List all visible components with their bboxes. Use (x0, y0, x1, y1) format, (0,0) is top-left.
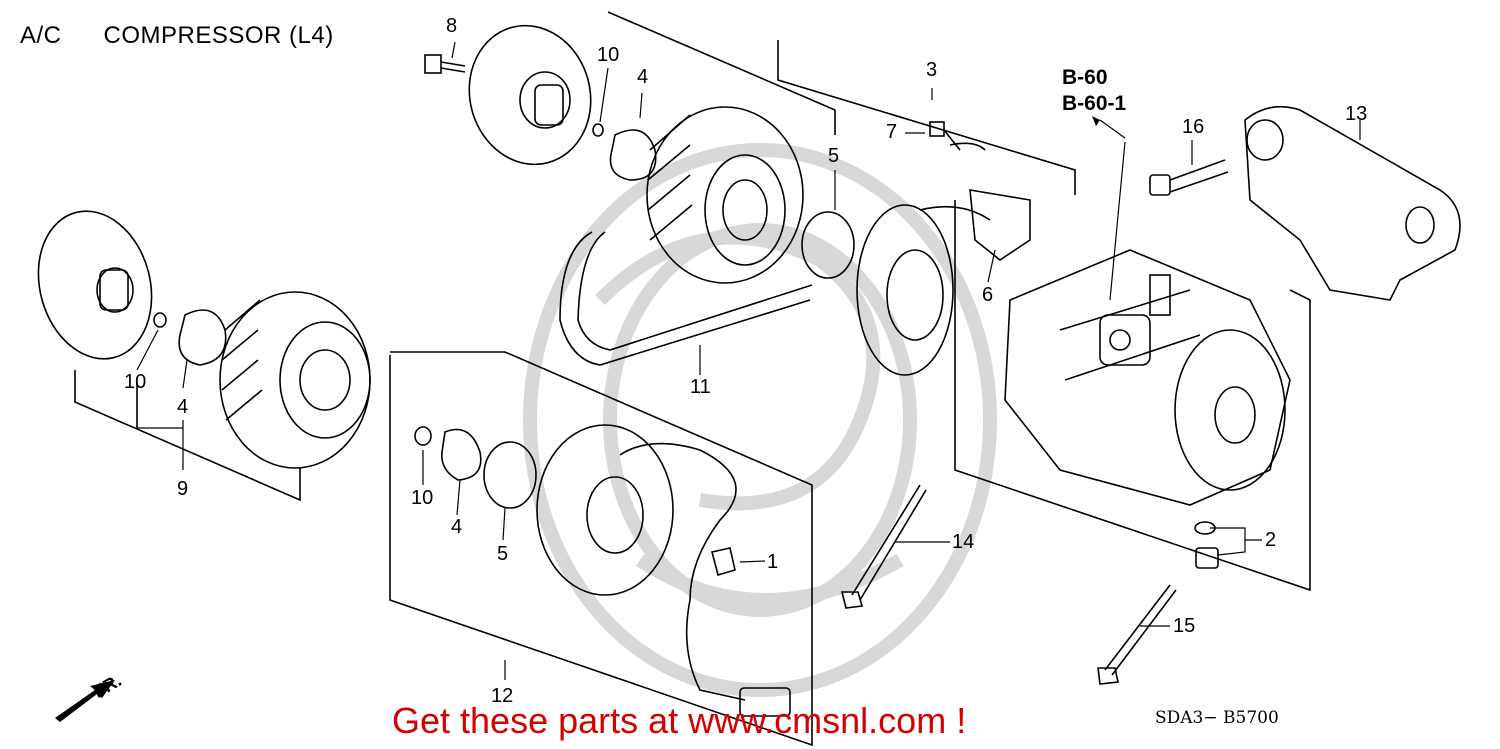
leader-lines (136, 41, 1361, 680)
callout-7: 7 (886, 121, 898, 143)
bolt-16 (1149, 159, 1229, 196)
ref-b60-1: B-60-1 (1062, 92, 1127, 115)
snap-ring-5-top (801, 211, 855, 279)
callout-12: 12 (491, 685, 514, 707)
snap-ring-5-lower (483, 441, 537, 509)
bracket-lines-3 (777, 40, 1076, 195)
callout-1: 1 (767, 551, 779, 573)
snap-ring-4-lower (441, 428, 482, 481)
callout-2: 2 (1265, 529, 1277, 551)
pulley-top (646, 106, 804, 284)
bolt-15 (1097, 584, 1177, 685)
callout-4-top: 4 (637, 66, 649, 88)
page-title: A/C COMPRESSOR (L4) (20, 22, 334, 50)
callout-10-top: 10 (597, 44, 620, 66)
callout-3: 3 (926, 59, 938, 81)
clutch-plate-top (468, 24, 604, 166)
callout-10-lower: 10 (411, 487, 434, 509)
callout-9: 9 (177, 478, 189, 500)
callout-10-left: 10 (124, 371, 147, 393)
ref-b60: B-60 (1062, 66, 1108, 89)
diagram-code: SDA3− B5700 (1155, 708, 1279, 728)
front-direction-arrow (55, 680, 115, 722)
callout-16: 16 (1182, 116, 1205, 138)
callout-8: 8 (446, 15, 458, 37)
callout-11: 11 (690, 376, 711, 398)
bracket-lines-12 (389, 351, 813, 747)
callout-4-lower: 4 (451, 516, 463, 538)
bracket-lines-top (607, 11, 836, 135)
mount-bracket-13 (1244, 105, 1461, 301)
connector-1 (711, 547, 736, 577)
field-coil-right (856, 204, 991, 376)
callout-5-top: 5 (828, 145, 840, 167)
callout-5-lower: 5 (497, 543, 509, 565)
nut-2 (1194, 521, 1219, 569)
callout-14: 14 (952, 531, 975, 553)
callout-13: 13 (1345, 103, 1368, 125)
watermark (523, 143, 997, 697)
title-left: A/C (20, 22, 62, 49)
bolt-8 (424, 54, 466, 74)
bolt-14 (840, 484, 927, 609)
snap-ring-left (178, 309, 227, 366)
field-coil-lower (536, 424, 791, 717)
compressor-body (1004, 249, 1291, 506)
drive-belt (559, 231, 813, 366)
clutch-plate-left (37, 210, 167, 360)
title-right: COMPRESSOR (L4) (103, 22, 334, 49)
bolt-7 (929, 121, 961, 151)
promo-link-text[interactable]: Get these parts at www.cmsnl.com ! (392, 700, 967, 741)
bracket-lines-main (954, 200, 1311, 592)
callout-6: 6 (982, 284, 994, 306)
callout-4-left: 4 (177, 396, 189, 418)
bracket-lines-9 (74, 370, 301, 502)
pulley-left (219, 291, 371, 469)
callout-15: 15 (1173, 615, 1196, 637)
washer-10-lower (414, 426, 432, 446)
bracket-6 (949, 142, 1031, 261)
